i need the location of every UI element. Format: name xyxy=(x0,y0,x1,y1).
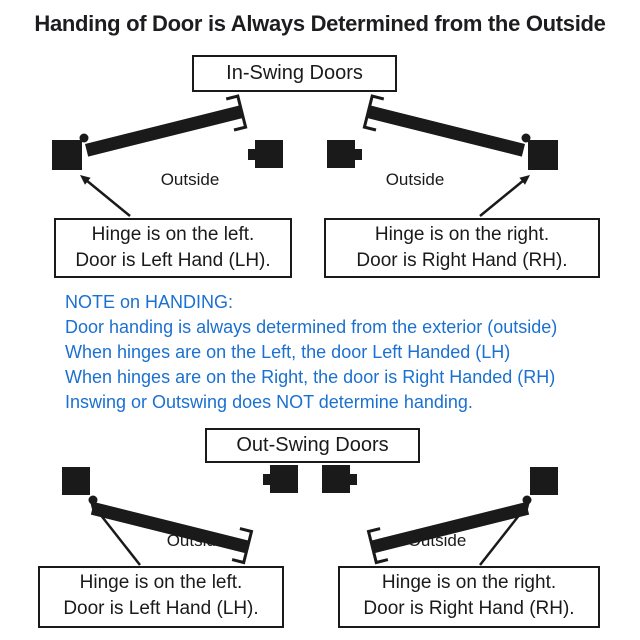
note-line: Door handing is always determined from t… xyxy=(65,317,558,337)
caption-line: Hinge is on the left. xyxy=(79,572,243,593)
note-line: NOTE on HANDING: xyxy=(65,292,234,312)
caption-line: Door is Right Hand (RH). xyxy=(356,250,568,271)
outswing-section-heading: Out-Swing Doors xyxy=(205,428,420,463)
page-title: Handing of Door is Always Determined fro… xyxy=(34,11,606,36)
caption-line: Door is Left Hand (LH). xyxy=(75,250,271,271)
note-line: When hinges are on the Left, the door Le… xyxy=(65,342,511,362)
caption-box-outswing-right: Hinge is on the right. Door is Right Han… xyxy=(338,566,600,628)
caption-box-inswing-right: Hinge is on the right. Door is Right Han… xyxy=(324,218,600,278)
caption-line: Door is Left Hand (LH). xyxy=(63,598,259,619)
handing-note: NOTE on HANDING: Door handing is always … xyxy=(65,290,625,415)
caption-box-inswing-left: Hinge is on the left. Door is Left Hand … xyxy=(54,218,292,278)
caption-line: Hinge is on the right. xyxy=(374,224,550,245)
caption-box-outswing-left: Hinge is on the left. Door is Left Hand … xyxy=(38,566,284,628)
inswing-left-door-drawing xyxy=(50,94,285,218)
caption-line: Hinge is on the left. xyxy=(91,224,255,245)
note-line: Inswing or Outswing does NOT determine h… xyxy=(65,392,473,412)
outside-label-inswing-right: Outside xyxy=(385,170,445,189)
caption-line: Hinge is on the right. xyxy=(381,572,557,593)
outside-label-outswing-left: Outside xyxy=(166,531,226,550)
inswing-section-heading: In-Swing Doors xyxy=(192,55,397,92)
inswing-right-door-drawing xyxy=(325,94,560,218)
outside-label-inswing-left: Outside xyxy=(160,170,220,189)
note-line: When hinges are on the Right, the door i… xyxy=(65,367,556,387)
caption-line: Door is Right Hand (RH). xyxy=(363,598,575,619)
outside-label-outswing-right: Outside xyxy=(407,531,467,550)
